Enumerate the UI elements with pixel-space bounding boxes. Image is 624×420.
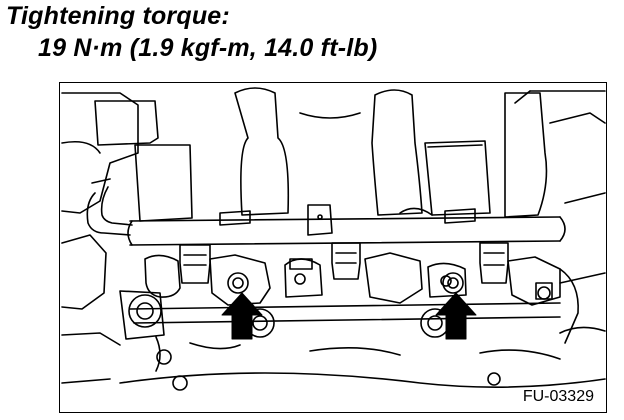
cylinder-head bbox=[129, 252, 579, 344]
left-arrow bbox=[221, 292, 263, 340]
torque-label: Tightening torque: bbox=[6, 2, 230, 30]
up-arrow-icon bbox=[435, 292, 477, 340]
engine-background bbox=[61, 90, 606, 388]
injectors bbox=[179, 242, 509, 284]
top-left-block bbox=[94, 100, 159, 146]
engine-fuel-rail-drawing bbox=[61, 87, 606, 391]
intake-runners bbox=[134, 87, 548, 222]
figure-id: FU-03329 bbox=[522, 388, 594, 405]
fuel-hose bbox=[86, 178, 133, 236]
up-arrow-icon bbox=[221, 292, 263, 340]
mounting-bolts bbox=[119, 272, 501, 391]
center-bracket bbox=[307, 204, 333, 236]
fuel-rail bbox=[127, 204, 566, 246]
torque-value: 19 N·m (1.9 kgf-m, 14.0 ft-lb) bbox=[38, 34, 378, 62]
diagram-frame: FU-03329 bbox=[59, 82, 607, 413]
right-arrow bbox=[435, 292, 477, 340]
lower-structure bbox=[61, 332, 561, 384]
